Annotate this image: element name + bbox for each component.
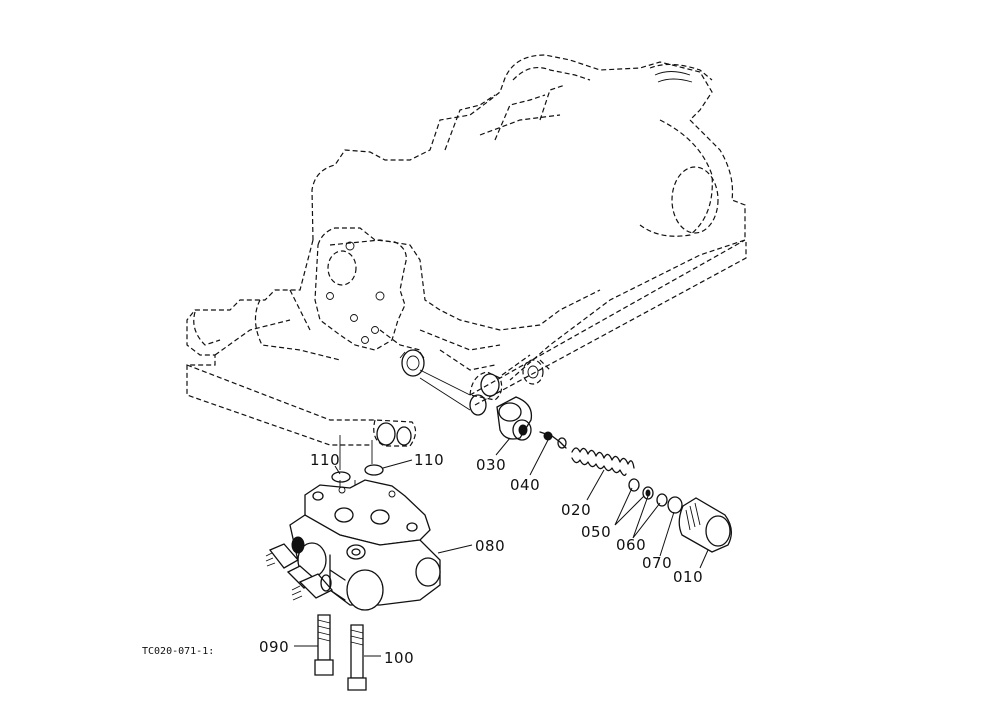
housing-flange — [314, 227, 425, 377]
callout-leaders — [294, 437, 709, 657]
part-050-shim — [628, 478, 640, 492]
part-080-valve-block — [265, 479, 441, 611]
callout-030: 030 — [476, 456, 506, 474]
o-ring-guide-lines — [339, 435, 373, 555]
part-020-spring — [571, 447, 635, 476]
part-030-sleeve — [496, 396, 533, 441]
part-100-bolt — [347, 624, 367, 691]
callout-020: 020 — [561, 501, 591, 519]
callout-110-left: 110 — [310, 451, 340, 469]
assembly-guide-lines — [419, 369, 471, 411]
housing-outline — [186, 54, 747, 446]
part-070-o-ring — [667, 496, 683, 514]
callout-040: 040 — [510, 476, 540, 494]
figure-reference: TC020-071-1: — [142, 646, 214, 657]
part-040-poppet — [539, 431, 567, 449]
callout-050: 050 — [581, 523, 611, 541]
part-090-bolt — [314, 614, 334, 676]
housing-lugs — [373, 371, 503, 447]
part-110-o-rings — [331, 464, 384, 483]
callout-010: 010 — [673, 568, 703, 586]
callout-labels: 110 110 030 040 020 050 060 070 010 080 … — [142, 451, 703, 667]
callout-060: 060 — [616, 536, 646, 554]
part-010-plug — [678, 497, 732, 553]
callout-090: 090 — [259, 638, 289, 656]
part-060-washers — [642, 486, 668, 507]
callout-100: 100 — [384, 649, 414, 667]
callout-070: 070 — [642, 554, 672, 572]
callout-080: 080 — [475, 537, 505, 555]
callout-110-right: 110 — [414, 451, 444, 469]
